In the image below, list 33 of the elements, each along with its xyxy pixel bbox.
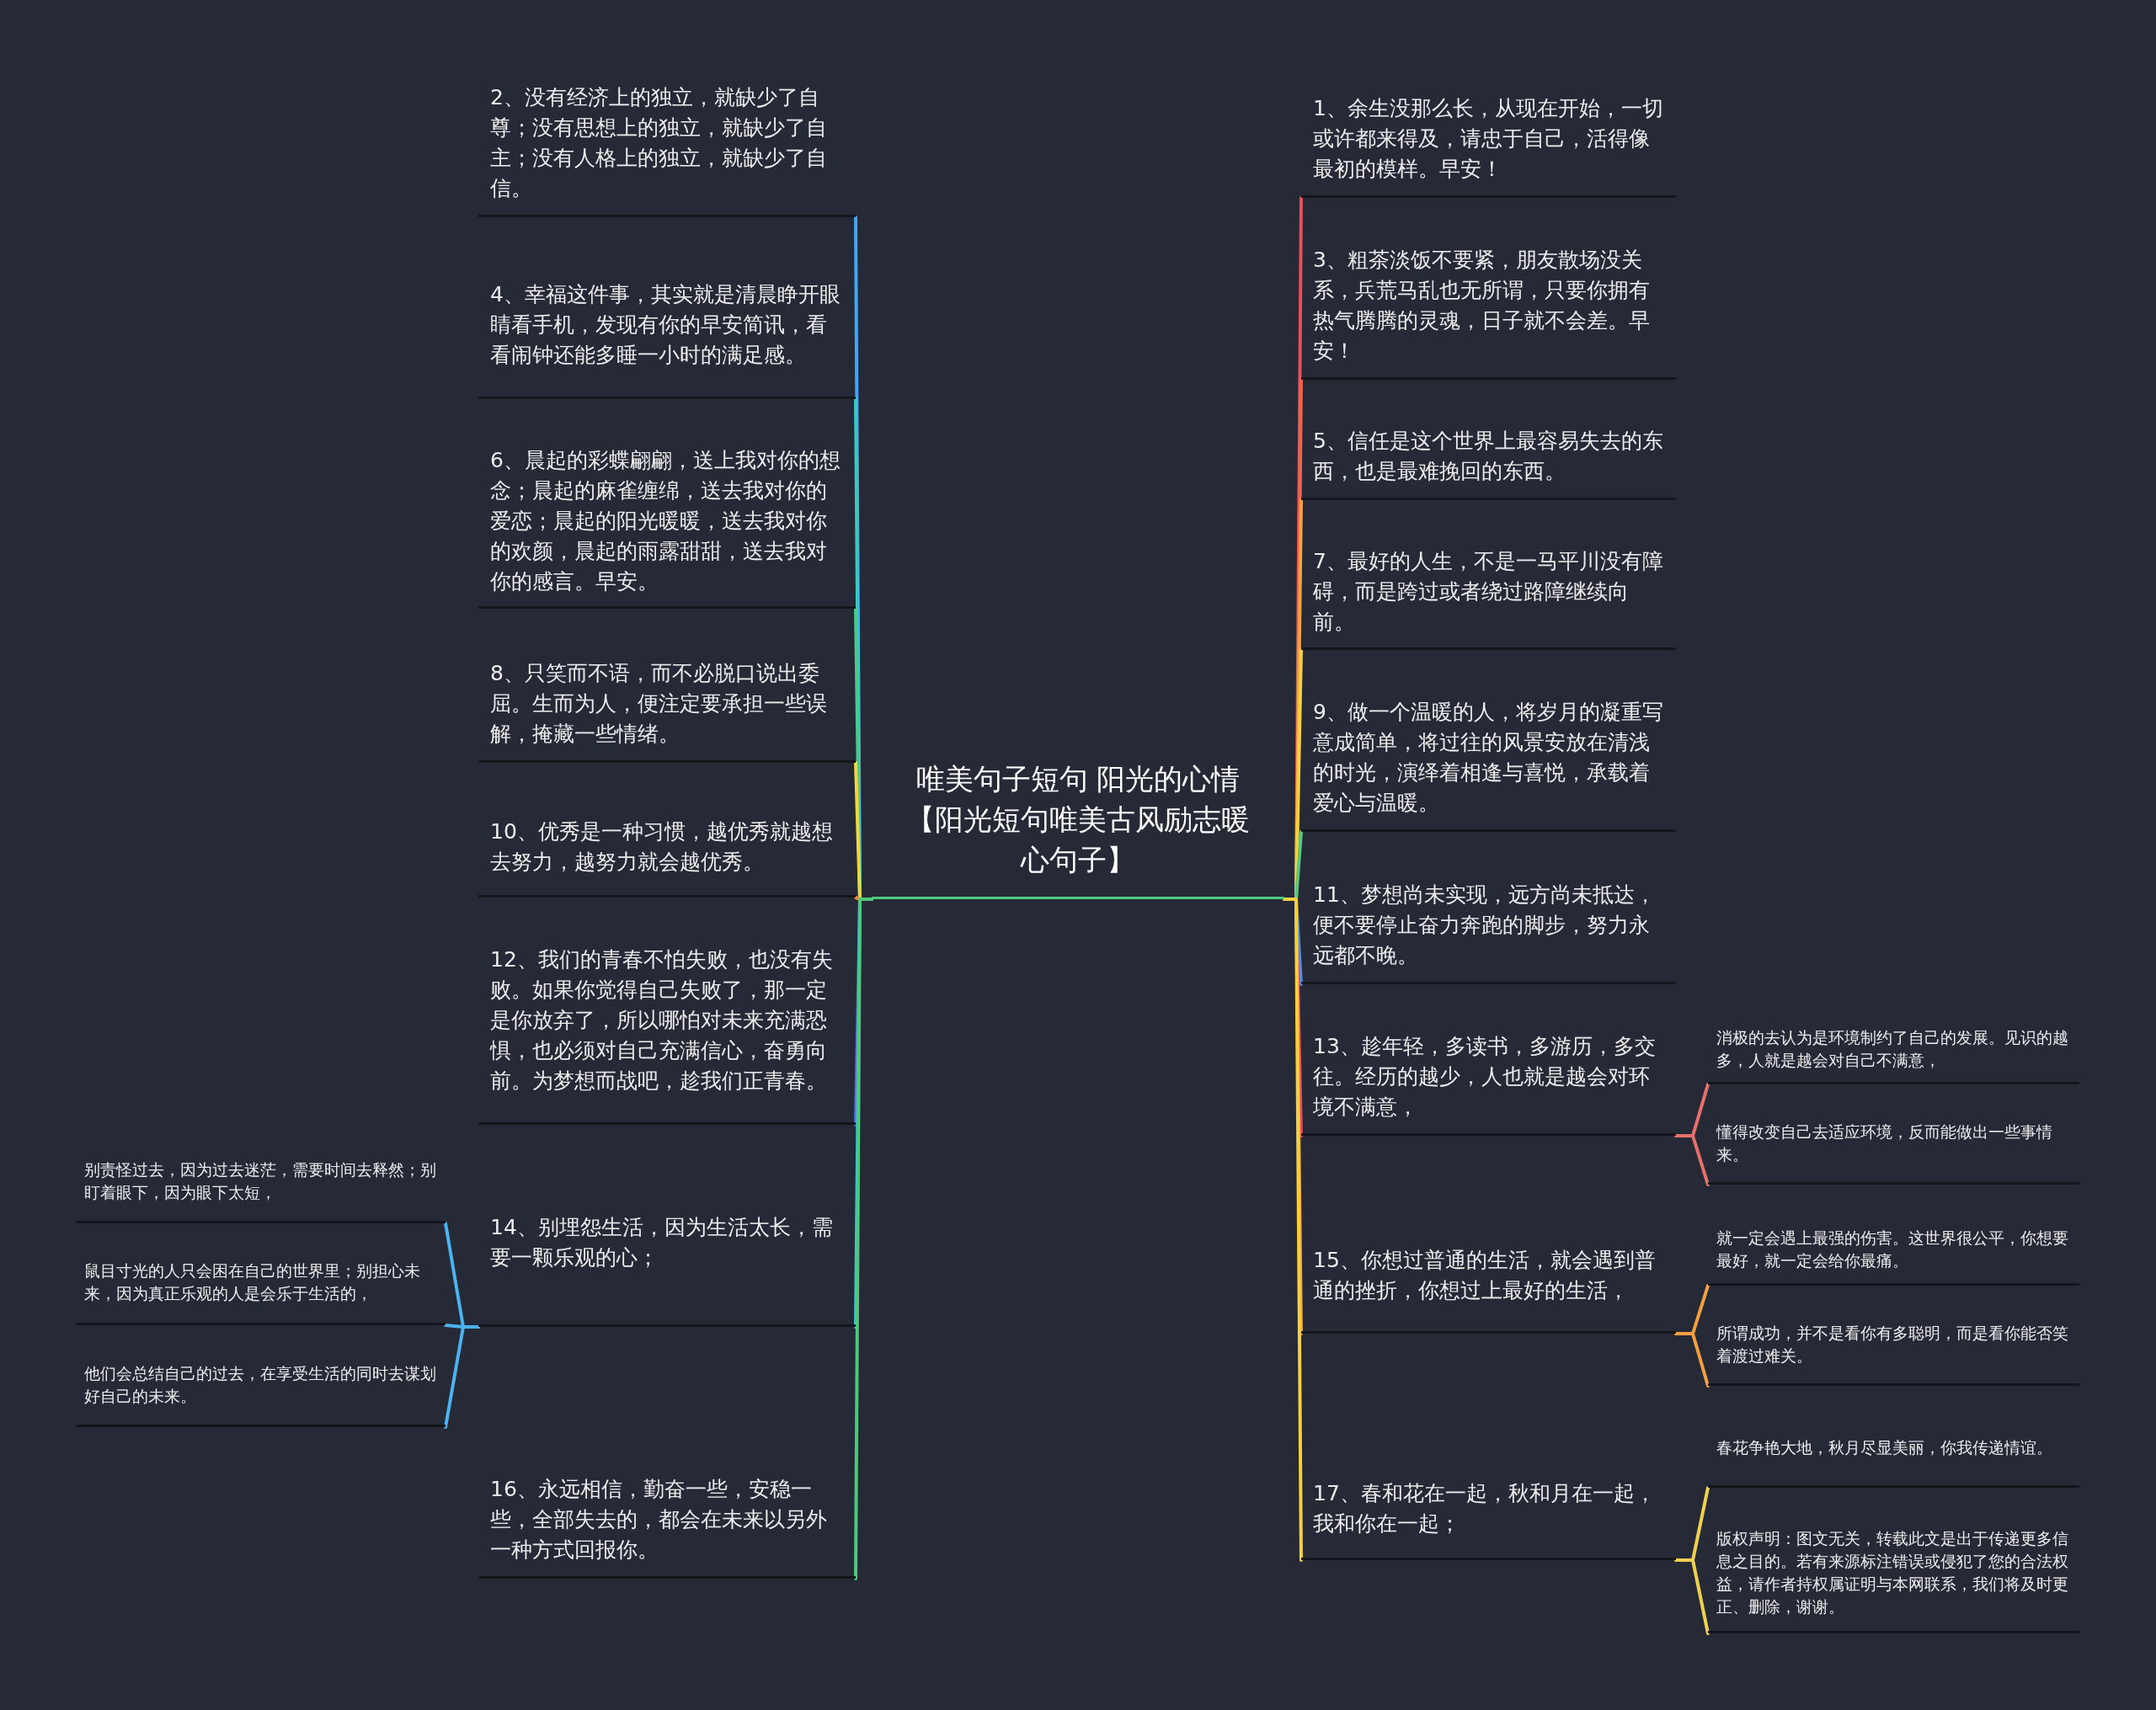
topic-text: 1、余生没那么长，从现在开始，一切或许都来得及，请忠于自己，活得像最初的模样。早安！ bbox=[1313, 94, 1664, 183]
connector-line bbox=[1674, 1134, 1710, 1186]
topic-text: 4、幸福这件事，其实就是清晨睁开眼睛看手机，发现有你的早安简讯，看看闹钟还能多睡一小时的满足感。 bbox=[490, 281, 841, 369]
topic-text: 所谓成功，并不是看你有多聪明，而是看你能否笑着渡过难关。 bbox=[1716, 1322, 2069, 1366]
topic-text: 懂得改变自己去适应环境，反而能做出一些事情来。 bbox=[1716, 1121, 2053, 1165]
topic-text: 别责怪过去，因为过去迷茫，需要时间去释然；别盯着眼下，因为眼下太短， bbox=[84, 1159, 437, 1203]
topic-text: 14、别埋怨生活，因为生活太长，需要一颗乐观的心； bbox=[490, 1214, 834, 1271]
connector-line bbox=[444, 1325, 480, 1429]
topic-text: 7、最好的人生，不是一马平川没有障碍，而是跨过或者绕过路障继续向前。 bbox=[1313, 547, 1664, 636]
topic-text: 版权声明：图文无关，转载此文是出于传递更多信息之目的。若有来源标注错误或侵犯了您的合法权益，请作者持权属证明与本网联系，我们将及时更正、删除，谢谢。 bbox=[1716, 1528, 2069, 1617]
topic-text: 16、永远相信，勤奋一些，安稳一些，全部失去的，都会在未来以另外一种方式回报你。 bbox=[490, 1476, 828, 1564]
topic-text: 6、晨起的彩蝶翩翩，送上我对你的想念；晨起的麻雀缠绵，送去我对你的爱恋；晨起的阳光暖暖，送去我对你的欢颜，晨起的雨露甜甜，送去我对你的感言。早安。 bbox=[490, 446, 841, 595]
topic-text: 17、春和花在一起，秋和月在一起，我和你在一起； bbox=[1313, 1480, 1657, 1537]
topic-text: 他们会总结自己的过去，在享受生活的同时去谋划好自己的未来。 bbox=[84, 1363, 437, 1407]
topic-text: 8、只笑而不语，而不必脱口说出委屈。生而为人，便注定要承担一些误解，掩藏一些情绪。 bbox=[490, 659, 828, 748]
topic-text: 5、信任是这个世界上最容易失去的东西，也是最难挽回的东西。 bbox=[1313, 427, 1664, 485]
connector-line bbox=[1674, 1332, 1710, 1388]
connector-line bbox=[1674, 1558, 1710, 1635]
connector-line bbox=[854, 898, 873, 1580]
topic-text: 9、做一个温暖的人，将岁月的凝重写意成简单，将过往的风景安放在清浅的时光，演绎着相逢与喜悦，承载着爱心与温暖。 bbox=[1313, 699, 1664, 817]
topic-text: 3、粗茶淡饭不要紧，朋友散场没关系，兵荒马乱也无所谓，只要你拥有热气腾腾的灵魂，日子就不会差。早安！ bbox=[1313, 246, 1651, 365]
topic-text: 11、梦想尚未实现，远方尚未抵达，便不要停止奋力奔跑的脚步，努力永远都不晚。 bbox=[1313, 881, 1657, 969]
topic-text: 消极的去认为是环境制约了自己的发展。见识的越多，人就是越会对自己不满意， bbox=[1716, 1026, 2069, 1071]
topic-text: 12、我们的青春不怕失败，也没有失败。如果你觉得自己失败了，那一定是你放弃了，所以哪怕对未来充满恐惧，也必须对自己充满信心，奋勇向前。为梦想而战吧，趁我们正青春。 bbox=[490, 946, 834, 1095]
topic-text: 就一定会遇上最强的伤害。这世界很公平，你想要最好，就一定会给你最痛。 bbox=[1716, 1228, 2069, 1271]
topic-text: 13、趁年轻，多读书，多游历，多交往。经历的越少，人也就是越会对环境不满意， bbox=[1313, 1032, 1657, 1121]
connector-line bbox=[1283, 898, 1303, 1562]
topic-text: 2、没有经济上的独立，就缺少了自尊；没有思想上的独立，就缺少了自主；没有人格上的独立，就缺少了自信。 bbox=[490, 83, 828, 202]
topic-text: 10、优秀是一种习惯，越优秀就越想去努力，越努力就会越优秀。 bbox=[490, 818, 834, 876]
topic-text: 春花争艳大地，秋月尽显美丽，你我传递情谊。 bbox=[1716, 1436, 2053, 1458]
topic-title: 唯美句子短句 阳光的心情【阳光短句唯美古风励志暖心句子】 bbox=[905, 760, 1251, 878]
topic-text: 鼠目寸光的人只会困在自己的世界里；别担心未来，因为真正乐观的人是会乐于生活的， bbox=[84, 1260, 421, 1304]
topic-text: 15、你想过普通的生活，就会遇到普通的挫折，你想过上最好的生活， bbox=[1313, 1247, 1657, 1304]
